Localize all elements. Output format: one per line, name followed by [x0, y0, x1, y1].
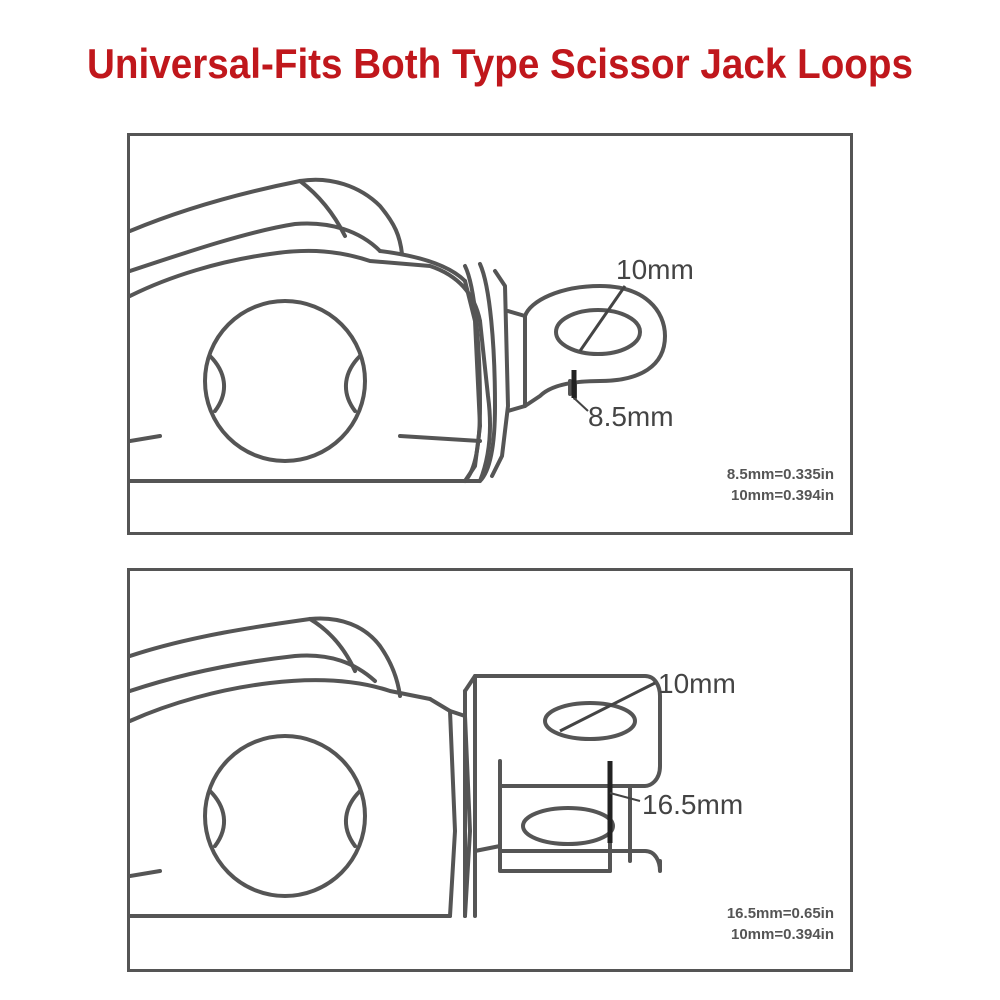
conversion-notes: 16.5mm=0.65in 10mm=0.394in	[727, 903, 834, 945]
hole-diameter-label: 10mm	[658, 668, 736, 699]
hole-diameter-label: 10mm	[616, 254, 694, 285]
headline-title: Universal-Fits Both Type Scissor Jack Lo…	[87, 40, 913, 87]
diagram-panel-clevis: 10mm 16.5mm 16.5mm=0.65in 10mm=0.394in	[127, 568, 853, 972]
clevis-gap-label: 16.5mm	[642, 789, 744, 820]
conversion-line: 10mm=0.394in	[731, 487, 834, 504]
clevis-jack-drawing	[130, 616, 662, 918]
eye-loop-jack-drawing	[130, 177, 667, 483]
loop-thickness-label: 8.5mm	[588, 401, 674, 432]
conversion-line: 8.5mm=0.335in	[726, 466, 834, 483]
conversion-line: 16.5mm=0.65in	[726, 905, 834, 922]
conversion-line: 10mm=0.394in	[731, 926, 834, 943]
diagram-panel-eye-loop: 10mm 8.5mm 8.5mm=0.335in 10mm=0.394in	[127, 133, 853, 535]
conversion-notes: 8.5mm=0.335in 10mm=0.394in	[727, 464, 834, 506]
